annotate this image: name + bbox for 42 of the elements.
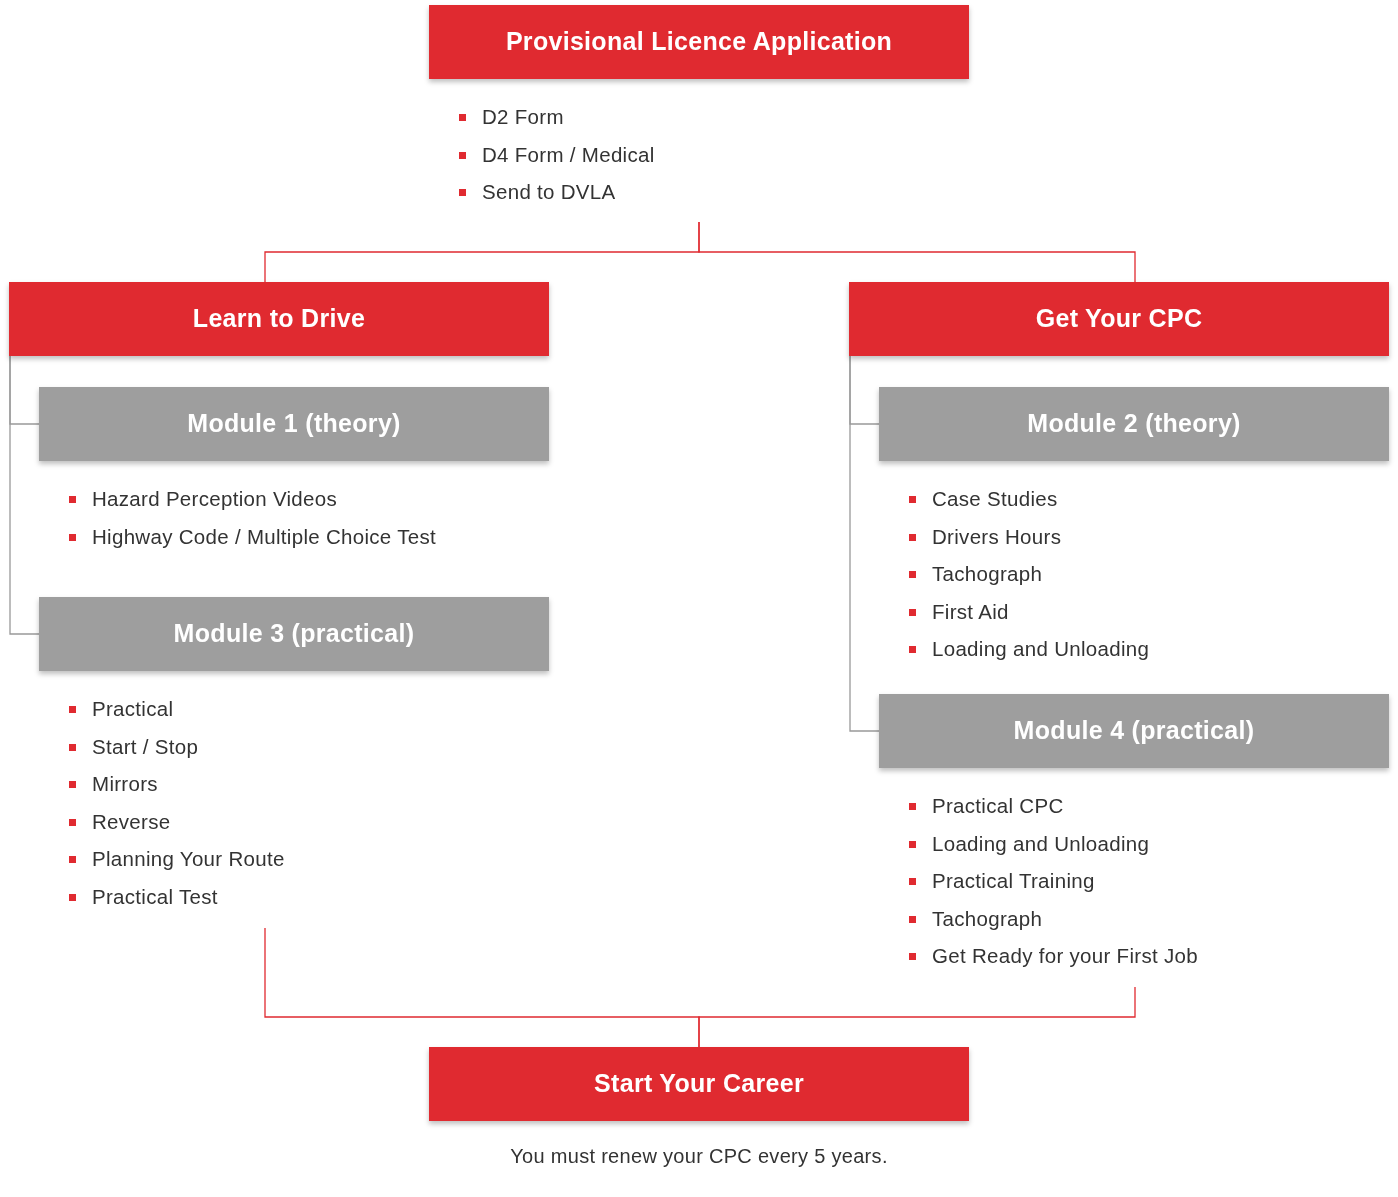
stage-box (849, 282, 1389, 356)
module-box (879, 387, 1389, 461)
list-item: D4 Form / Medical (482, 141, 655, 168)
list-item: Start / Stop (92, 733, 199, 760)
stage-box (429, 5, 969, 79)
list-item: Practical Test (92, 883, 218, 910)
box-title: Module 4 (practical) (1013, 715, 1255, 747)
list-item: Tachograph (932, 905, 1043, 932)
module-box (879, 694, 1389, 768)
caption-note: You must renew your CPC every 5 years. (510, 1144, 888, 1169)
stage-box (429, 1047, 969, 1121)
list-item: Practical CPC (932, 793, 1064, 820)
list-item: Practical (92, 696, 174, 723)
list-item: Tachograph (932, 561, 1043, 588)
box-title: Learn to Drive (192, 303, 366, 335)
connector-line (698, 986, 1136, 1048)
box-title: Module 2 (theory) (1027, 408, 1241, 440)
list-item: Drivers Hours (932, 523, 1062, 550)
list-item: Practical Training (932, 868, 1095, 895)
connector-line (698, 221, 1136, 283)
box-title: Get Your CPC (1035, 303, 1203, 335)
list-item: Get Ready for your First Job (932, 943, 1198, 970)
module-box (39, 597, 549, 671)
list-item: Reverse (92, 808, 171, 835)
list-item: Planning Your Route (92, 846, 285, 873)
box-title: Provisional Licence Application (505, 26, 893, 58)
list-item: Case Studies (932, 486, 1058, 513)
connector-line (849, 355, 880, 732)
stage-box (9, 282, 549, 356)
list-item: First Aid (932, 598, 1009, 625)
connector-line (9, 355, 40, 635)
list-item: Mirrors (92, 771, 158, 798)
list-item: Highway Code / Multiple Choice Test (92, 523, 436, 550)
module-box (39, 387, 549, 461)
box-title: Module 3 (practical) (173, 618, 415, 650)
list-item: Hazard Perception Videos (92, 486, 337, 513)
list-item: Send to DVLA (482, 179, 616, 206)
list-item: Loading and Unloading (932, 636, 1150, 663)
list-item: D2 Form (482, 104, 564, 131)
box-title: Module 1 (theory) (187, 408, 401, 440)
box-title: Start Your Career (594, 1068, 804, 1100)
list-item: Loading and Unloading (932, 830, 1150, 857)
